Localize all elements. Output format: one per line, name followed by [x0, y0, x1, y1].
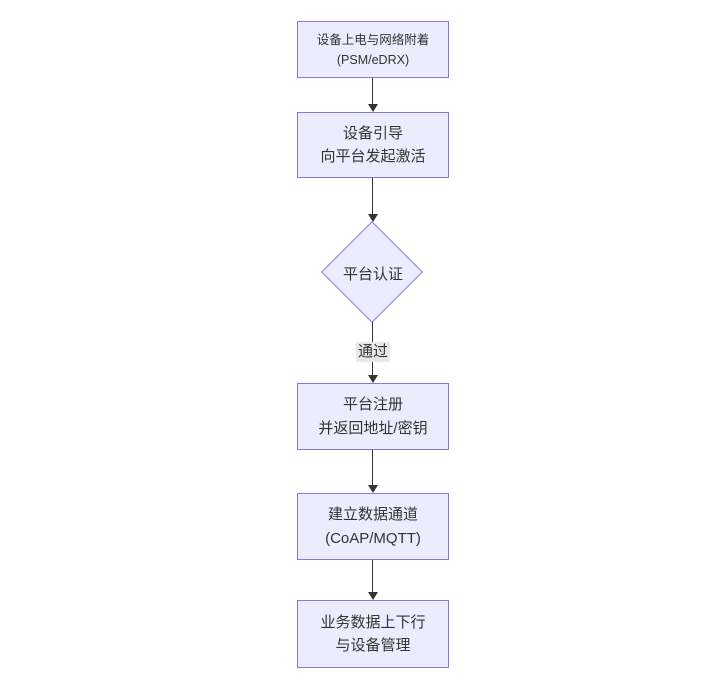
- node-power-on: 设备上电与网络附着 (PSM/eDRX): [297, 21, 449, 78]
- edge-power-to-bootstrap: [372, 78, 373, 105]
- decision-platform-auth-label: 平台认证: [342, 266, 403, 283]
- arrowhead-icon: [368, 104, 378, 112]
- node-data-channel-line1: 建立数据通道: [327, 506, 418, 524]
- node-platform-register-line1: 平台注册: [342, 396, 403, 414]
- node-power-on-line2: (PSM/eDRX): [336, 52, 410, 67]
- arrowhead-icon: [368, 592, 378, 600]
- node-business-data: 业务数据上下行 与设备管理: [297, 600, 449, 668]
- edge-register-to-channel: [372, 450, 373, 486]
- node-bootstrap: 设备引导 向平台发起激活: [297, 112, 449, 178]
- node-business-data-line1: 业务数据上下行: [320, 613, 426, 631]
- node-data-channel: 建立数据通道 (CoAP/MQTT): [297, 493, 449, 560]
- edge-bootstrap-to-auth: [372, 178, 373, 215]
- edge-channel-to-business: [372, 560, 373, 593]
- arrowhead-icon: [368, 485, 378, 493]
- arrowhead-icon: [368, 375, 378, 383]
- arrowhead-icon: [368, 214, 378, 222]
- edge-label-pass: 通过: [355, 342, 391, 362]
- node-business-data-line2: 与设备管理: [335, 637, 411, 654]
- node-platform-register: 平台注册 并返回地址/密钥: [297, 383, 449, 450]
- node-data-channel-line2: (CoAP/MQTT): [325, 529, 421, 547]
- node-power-on-line1: 设备上电与网络附着: [316, 32, 430, 47]
- node-platform-register-line2: 并返回地址/密钥: [318, 419, 428, 437]
- node-bootstrap-line1: 设备引导: [342, 124, 403, 142]
- node-bootstrap-line2: 向平台发起激活: [320, 148, 426, 165]
